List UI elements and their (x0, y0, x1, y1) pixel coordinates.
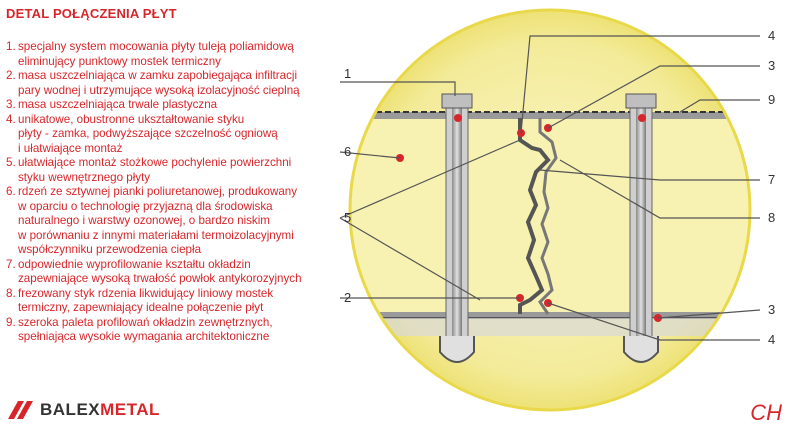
fastener-head (441, 93, 473, 109)
callout-9: 9 (768, 92, 775, 107)
legend-item: 6.rdzeń ze sztywnej pianki poliuretanowe… (6, 185, 298, 256)
callout-4: 4 (768, 28, 775, 43)
bottom-hook (439, 336, 475, 363)
legend-list: 1.specjalny system mocowania płyty tulej… (6, 40, 346, 345)
foam-core (350, 118, 750, 314)
fastener-screw (452, 100, 462, 350)
bottom-hook (623, 336, 659, 363)
detail-circle-rim (348, 8, 752, 412)
brand-word-balex: BALEX (40, 400, 101, 419)
legend-item: 1.specjalny system mocowania płyty tulej… (6, 40, 294, 68)
legend-item: 2.masa uszczelniająca w zamku zapobiegaj… (6, 69, 300, 97)
legend-item: 8.frezowany styk rdzenia likwidujący lin… (6, 286, 274, 315)
callout-3b: 3 (768, 302, 775, 317)
callout-4b: 4 (768, 332, 775, 347)
callout-3: 3 (768, 58, 775, 73)
brand-logo: BALEX METAL (8, 400, 160, 420)
legend-item: 4.unikatowe, obustronne ukształtowanie s… (6, 112, 278, 155)
inner-sheet (350, 312, 750, 318)
support-beam (350, 318, 750, 336)
joint-profile-inner (538, 118, 558, 315)
callout-6: 6 (344, 144, 351, 159)
joint-profile (518, 118, 551, 314)
page-title: DETAL POŁĄCZENIA PŁYT (6, 6, 177, 21)
callout-7: 7 (768, 172, 775, 187)
callout-5: 5 (344, 210, 351, 225)
legend-item: 9.szeroka paleta profilowań okładzin zew… (6, 315, 273, 344)
legend-item: 7.odpowiednie wyprofilowanie kształtu ok… (6, 257, 302, 286)
callout-2: 2 (344, 290, 351, 305)
legend-item: 5.ułatwiające montaż stożkowe pochylenie… (6, 156, 292, 184)
brand-mark-icon (8, 401, 33, 419)
product-code: CH (750, 400, 782, 425)
callout-1: 1 (344, 66, 351, 81)
leader-lines (339, 35, 761, 341)
fastener-screw (636, 100, 646, 350)
seal-dot (454, 114, 462, 122)
legend-item: 3.masa uszczelniająca trwale plastyczna (6, 98, 218, 111)
fastener-head (625, 93, 657, 109)
callout-8: 8 (768, 210, 775, 225)
outer-sheet (350, 112, 750, 119)
seal-dot (638, 114, 646, 122)
brand-word-metal: METAL (100, 400, 160, 419)
